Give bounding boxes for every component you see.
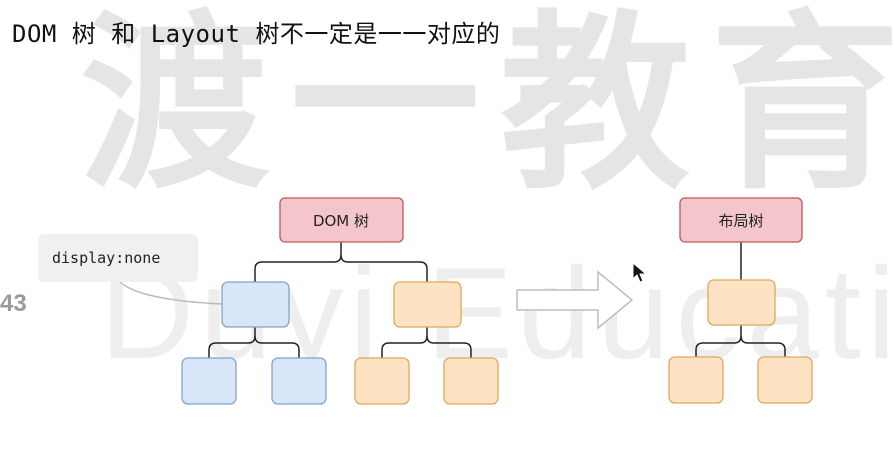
callout-connector bbox=[119, 281, 223, 305]
dom-child-hidden-node bbox=[221, 281, 290, 328]
dom-leaf-2 bbox=[443, 357, 499, 405]
page-title: DOM 树 和 Layout 树不一定是一一对应的 bbox=[12, 20, 501, 48]
callout-text: display:none bbox=[52, 249, 161, 267]
dom-leaf-hidden-1 bbox=[181, 357, 237, 405]
mouse-cursor-icon bbox=[632, 262, 648, 283]
layout-leaf-2 bbox=[757, 356, 813, 404]
dom-root-node bbox=[279, 197, 404, 243]
dom-leaf-1 bbox=[354, 357, 410, 405]
dom-tree-connectors bbox=[208, 242, 472, 358]
display-none-callout: display:none bbox=[38, 234, 198, 282]
dom-leaf-hidden-2 bbox=[271, 357, 327, 405]
layout-root-node bbox=[679, 197, 803, 243]
dom-root-label: DOM 树 bbox=[313, 212, 369, 230]
layout-tree-connectors bbox=[695, 242, 786, 357]
page-number: 43 bbox=[0, 290, 27, 317]
layout-child-node bbox=[707, 279, 776, 326]
dom-child-node bbox=[393, 281, 462, 328]
transform-arrow bbox=[516, 270, 634, 330]
layout-root-label: 布局树 bbox=[718, 212, 763, 230]
layout-leaf-1 bbox=[668, 356, 724, 404]
